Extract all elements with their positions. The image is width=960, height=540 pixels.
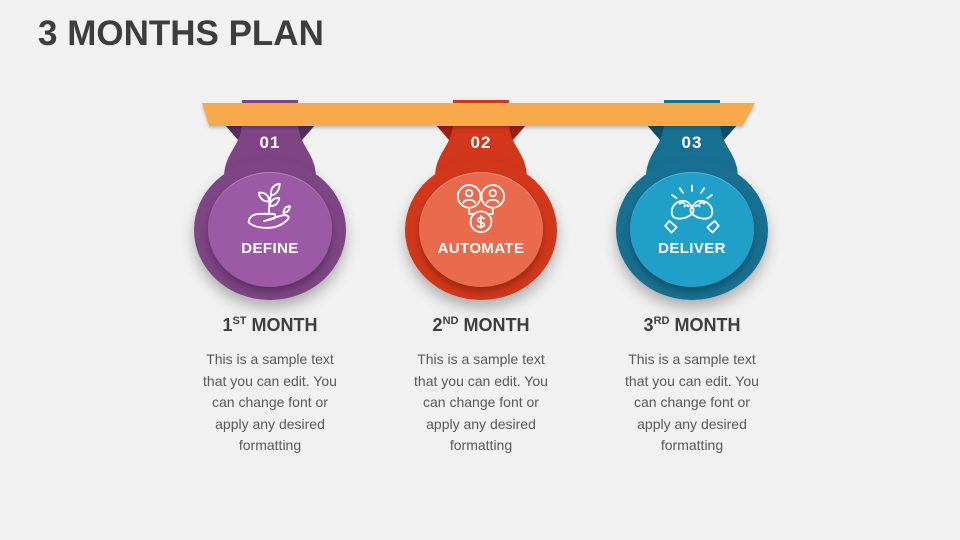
step-label: AUTOMATE [437, 240, 525, 257]
step-circle-3[interactable]: DELIVER [616, 160, 768, 300]
step-label: DELIVER [658, 240, 726, 257]
sprout-in-hand-icon [247, 182, 291, 229]
step-circle-2-inner: AUTOMATE [419, 172, 543, 287]
plan-step-3: 03 DELIVER [582, 100, 802, 470]
slide-title[interactable]: 3 MONTHS PLAN [38, 14, 324, 53]
step-circle-2[interactable]: AUTOMATE [405, 160, 557, 300]
team-money-icon [456, 184, 506, 234]
fist-bump-icon [664, 184, 720, 234]
sample-text-2[interactable]: This is a sample text that you can edit.… [414, 351, 548, 453]
hanging-bar-shape [202, 103, 755, 126]
hanging-bar[interactable] [202, 103, 755, 126]
step-circle-1-inner: DEFINE [208, 172, 332, 287]
step-number: 01 [259, 133, 281, 152]
sample-text-1[interactable]: This is a sample text that you can edit.… [203, 351, 337, 453]
step-number: 03 [681, 133, 703, 152]
step-circle-3-inner: DELIVER [630, 172, 754, 287]
step-label: DEFINE [241, 240, 299, 257]
sample-text-3[interactable]: This is a sample text that you can edit.… [625, 351, 759, 453]
step-number: 02 [470, 133, 492, 152]
step-circle-1[interactable]: DEFINE [194, 160, 346, 300]
